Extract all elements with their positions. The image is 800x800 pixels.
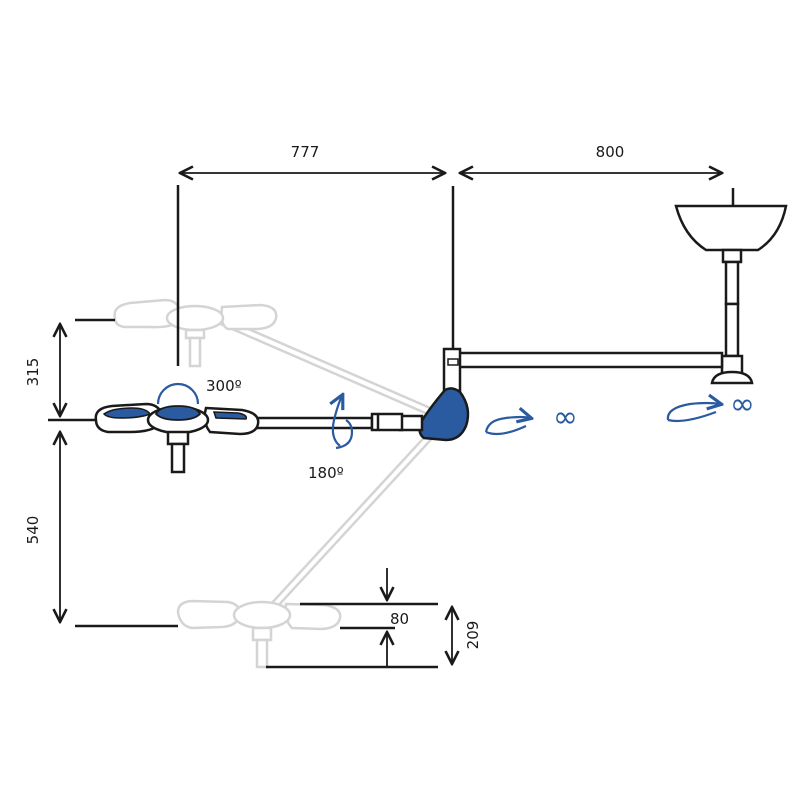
head-rotation-arc — [156, 382, 200, 405]
mount-rotation-label: ∞ — [730, 387, 755, 422]
arm-rotation-label: 180º — [308, 464, 344, 482]
arm-rotation-arc — [335, 419, 354, 450]
ghost-lower-lamp — [176, 421, 444, 669]
dimension-label-800: 800 — [596, 143, 625, 161]
dimension-label-209: 209 — [464, 621, 482, 650]
joint-rotation-arc — [485, 425, 527, 436]
ceiling-mount — [674, 188, 788, 385]
joint-rotation-label: ∞ — [553, 400, 578, 435]
horizontal-arm — [442, 347, 724, 393]
arm-rotation-icon — [333, 396, 342, 447]
mount-rotation-arc — [667, 410, 717, 423]
joint-hub — [398, 387, 470, 442]
extension-arm — [254, 412, 404, 432]
dimension-label-315: 315 — [24, 358, 42, 387]
lamp-head-main — [94, 402, 260, 474]
dimension-label-777: 777 — [291, 143, 320, 161]
ghost-upper-lamp — [113, 298, 447, 423]
head-rotation-label: 300º — [206, 377, 242, 395]
mount-rotation-icon — [666, 403, 720, 421]
joint-rotation-icon — [484, 417, 530, 433]
dimension-label-80: 80 — [390, 610, 409, 628]
dimension-label-540: 540 — [24, 516, 42, 545]
